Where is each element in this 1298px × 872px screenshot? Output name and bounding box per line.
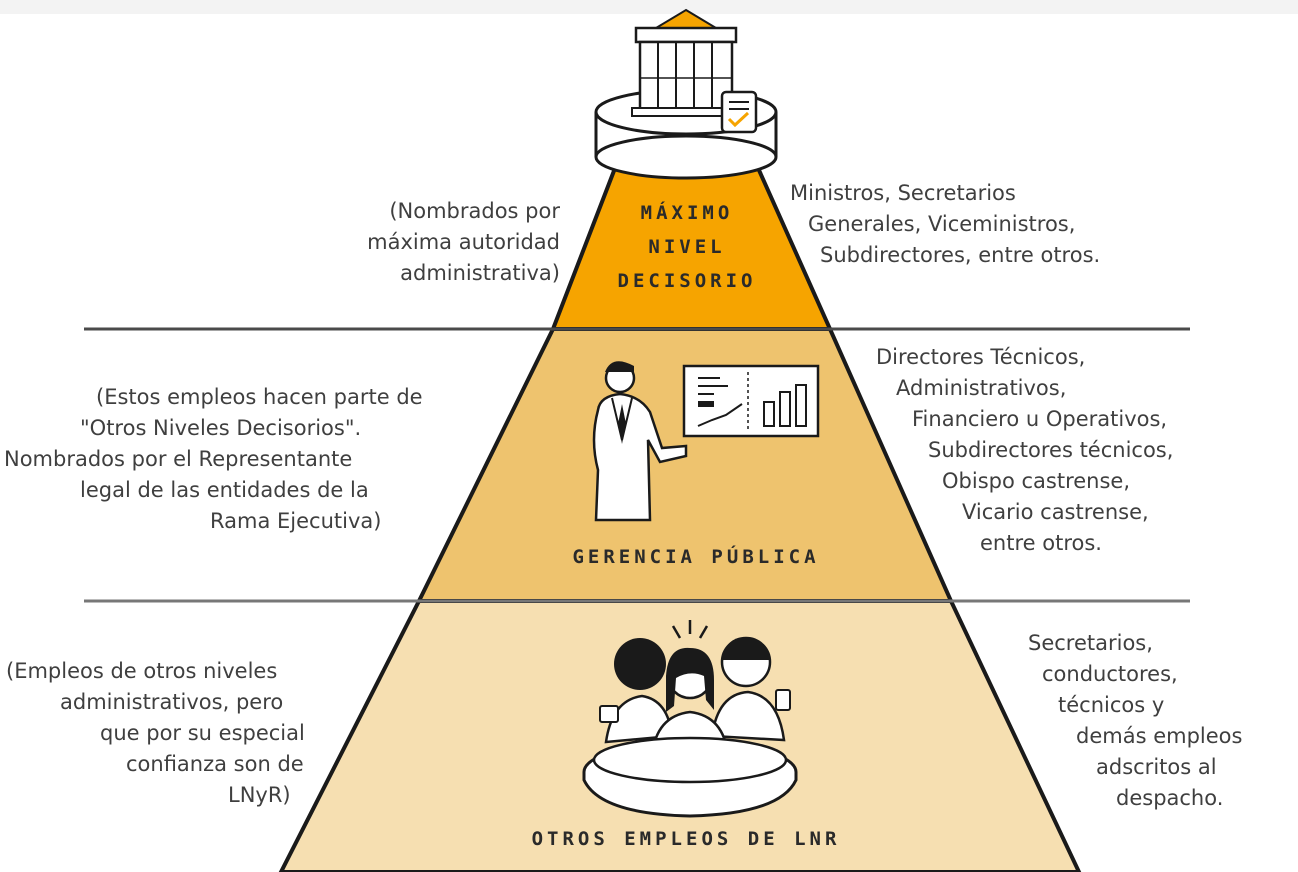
note-line: Generales, Viceministros, — [808, 212, 1076, 236]
level-title-bottom: OTROS EMPLEOS DE LNR — [486, 822, 886, 856]
note-line: Administrativos, — [896, 376, 1067, 400]
right-note-top: Ministros, Secretarios Generales, Vicemi… — [790, 178, 1100, 271]
note-line: legal de las entidades de la — [80, 478, 369, 502]
note-line: que por su especial — [100, 721, 305, 745]
presenter-icon — [592, 361, 820, 522]
building-icon — [594, 8, 778, 180]
note-line: técnicos y — [1058, 693, 1165, 717]
note-line: Vicario castrense, — [962, 500, 1149, 524]
left-note-bottom: (Empleos de otros niveles administrativo… — [0, 656, 380, 811]
note-line: (Nombrados por — [389, 199, 560, 223]
note-line: administrativa) — [400, 261, 560, 285]
title-line: MÁXIMO — [640, 202, 734, 224]
note-line: (Empleos de otros niveles — [6, 659, 278, 683]
title-line: DECISORIO — [617, 270, 757, 292]
note-line: administrativos, pero — [60, 690, 284, 714]
note-line: "Otros Niveles Decisorios". — [80, 416, 362, 440]
title-line: NIVEL — [648, 236, 726, 258]
note-line: Obispo castrense, — [942, 469, 1131, 493]
note-line: Nombrados por el Representante — [4, 447, 353, 471]
note-line: LNyR) — [228, 783, 291, 807]
note-line: Subdirectores, entre otros. — [820, 243, 1101, 267]
note-line: (Estos empleos hacen parte de — [96, 385, 423, 409]
note-line: máxima autoridad — [367, 230, 560, 254]
document-check-icon — [720, 90, 758, 134]
right-note-bottom: Secretarios, conductores, técnicos y dem… — [1028, 628, 1242, 814]
level-title-top: MÁXIMO NIVEL DECISORIO — [616, 196, 758, 298]
note-line: despacho. — [1116, 786, 1224, 810]
note-line: Financiero u Operativos, — [912, 407, 1168, 431]
note-line: Directores Técnicos, — [876, 345, 1086, 369]
note-line: entre otros. — [980, 531, 1102, 555]
note-line: Ministros, Secretarios — [790, 181, 1016, 205]
note-line: confianza son de — [126, 752, 304, 776]
left-note-top: (Nombrados por máxima autoridad administ… — [367, 196, 560, 289]
note-line: Subdirectores técnicos, — [928, 438, 1174, 462]
right-note-middle: Directores Técnicos, Administrativos, Fi… — [876, 342, 1173, 559]
note-line: demás empleos — [1076, 724, 1243, 748]
level-title-middle: GERENCIA PÚBLICA — [546, 540, 846, 574]
note-line: adscritos al — [1096, 755, 1217, 779]
note-line: conductores, — [1042, 662, 1178, 686]
title-line: GERENCIA PÚBLICA — [572, 546, 820, 568]
note-line: Rama Ejecutiva) — [210, 509, 382, 533]
left-note-middle: (Estos empleos hacen parte de "Otros Niv… — [0, 382, 510, 537]
note-line: Secretarios, — [1028, 631, 1153, 655]
meeting-group-icon — [582, 620, 798, 818]
title-line: OTROS EMPLEOS DE LNR — [531, 828, 841, 850]
top-shadow — [0, 0, 1298, 14]
